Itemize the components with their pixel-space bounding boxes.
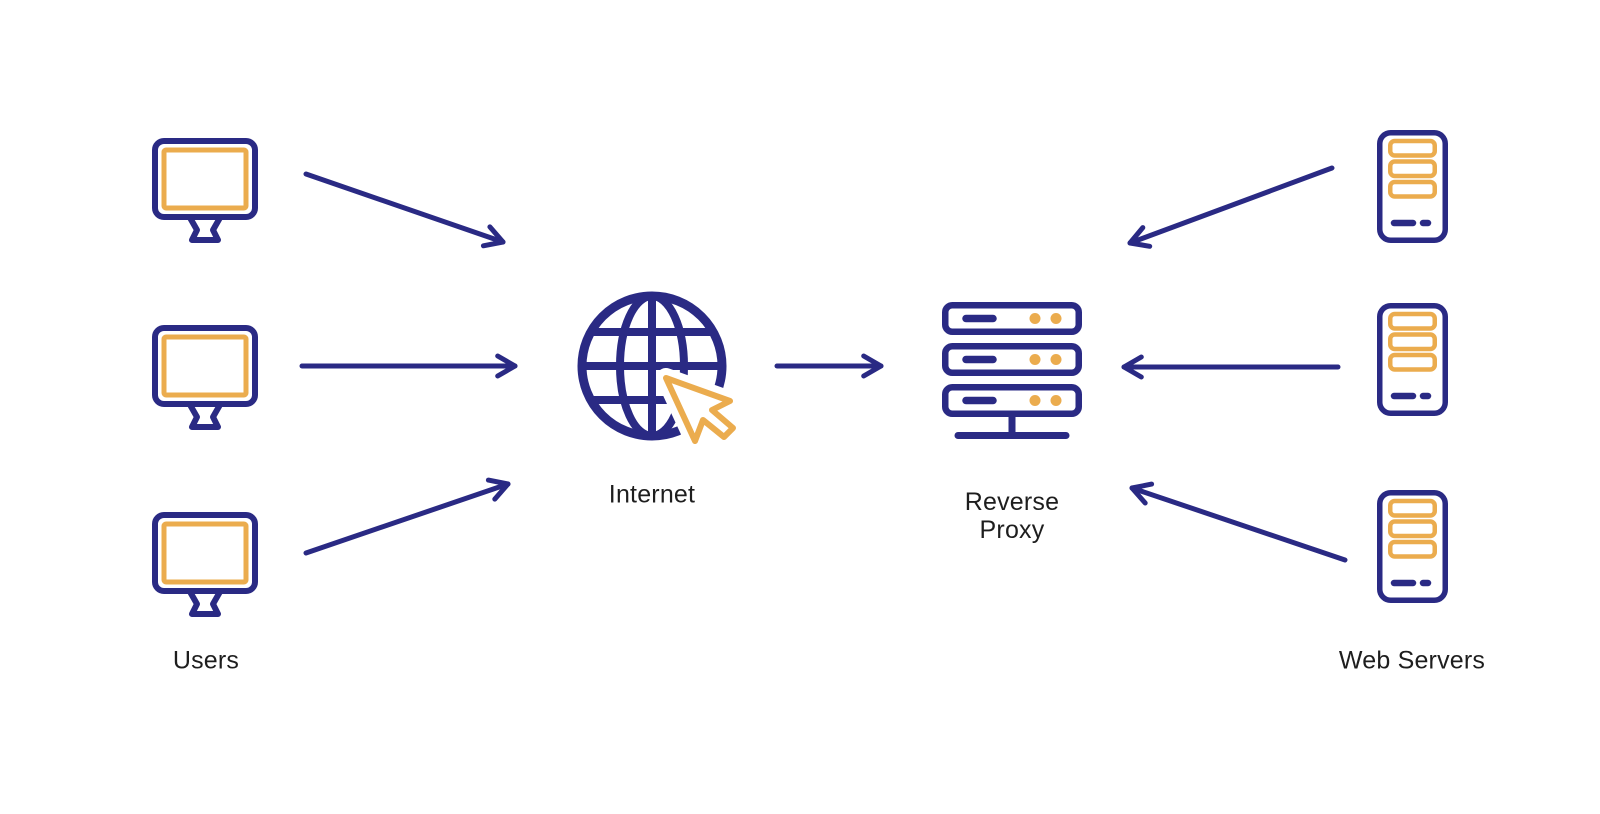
arrow-user1-to-internet xyxy=(303,171,506,249)
monitor-icon-1 xyxy=(155,141,255,240)
web-servers-label: Web Servers xyxy=(1338,646,1486,675)
arrow-user2-to-internet xyxy=(299,353,518,379)
monitor-icon-3 xyxy=(155,515,255,614)
server-tower-icon-2 xyxy=(1380,306,1446,414)
reverse-proxy-label: Reverse Proxy xyxy=(964,488,1060,544)
users-label: Users xyxy=(172,646,240,675)
cursor-icon xyxy=(663,375,736,444)
globe-icon xyxy=(577,291,743,451)
server-tower-icon-3 xyxy=(1380,493,1446,601)
monitor-icon-2 xyxy=(155,328,255,427)
internet-label: Internet xyxy=(608,480,696,509)
arrow-internet-to-proxy xyxy=(774,353,884,379)
server-tower-icon-1 xyxy=(1380,133,1446,241)
arrow-webserver2-to-proxy xyxy=(1121,354,1341,380)
arrow-user3-to-internet xyxy=(303,477,511,556)
arrow-webserver1-to-proxy xyxy=(1127,165,1335,249)
server-rack-icon xyxy=(945,305,1079,439)
arrow-webserver3-to-proxy xyxy=(1129,481,1348,563)
